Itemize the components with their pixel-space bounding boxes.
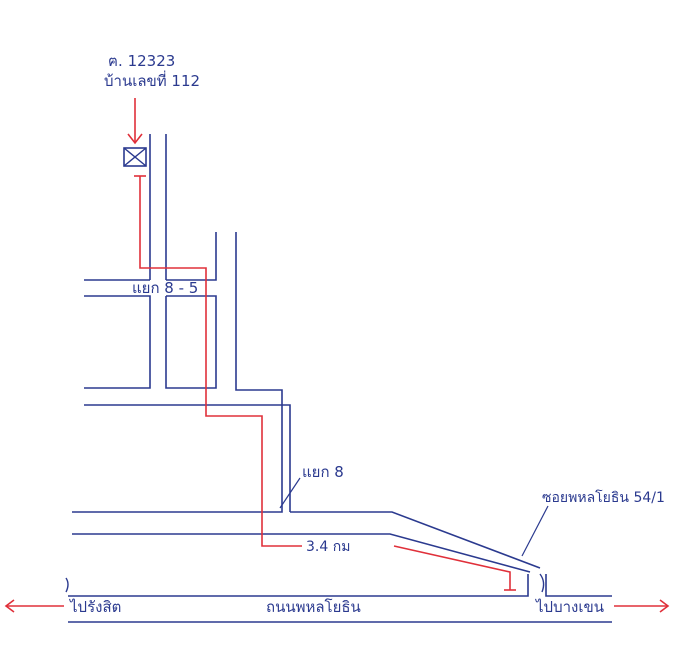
deed-label: ฅ. 12323 bbox=[108, 52, 175, 70]
soi-road bbox=[72, 232, 541, 573]
label-leaders bbox=[279, 477, 549, 557]
distance-label: 3.4 กม bbox=[306, 539, 350, 555]
arrow-right-icon bbox=[614, 599, 670, 613]
main-road-edge-ticks bbox=[65, 573, 545, 593]
sub-lanes bbox=[84, 134, 217, 389]
junction-8-5-label: แยก 8 - 5 bbox=[132, 279, 198, 297]
arrow-left-icon bbox=[4, 599, 64, 613]
junction-8-label: แยก 8 bbox=[302, 463, 344, 481]
soi-label: ซอยพหลโยธิน 54/1 bbox=[542, 489, 665, 506]
to-bangkhen-label: ไปบางเขน bbox=[535, 598, 604, 616]
crossed-box-icon bbox=[123, 147, 147, 167]
main-road bbox=[68, 574, 612, 623]
main-road-label: ถนนพหลโยธิน bbox=[266, 598, 361, 616]
to-rangsit-label: ไปรังสิต bbox=[69, 598, 121, 616]
house-marker bbox=[123, 147, 147, 167]
house-number-label: บ้านเลขที่ 112 bbox=[104, 70, 200, 90]
route-path bbox=[134, 175, 516, 591]
house-pointer-arrow bbox=[127, 98, 143, 145]
